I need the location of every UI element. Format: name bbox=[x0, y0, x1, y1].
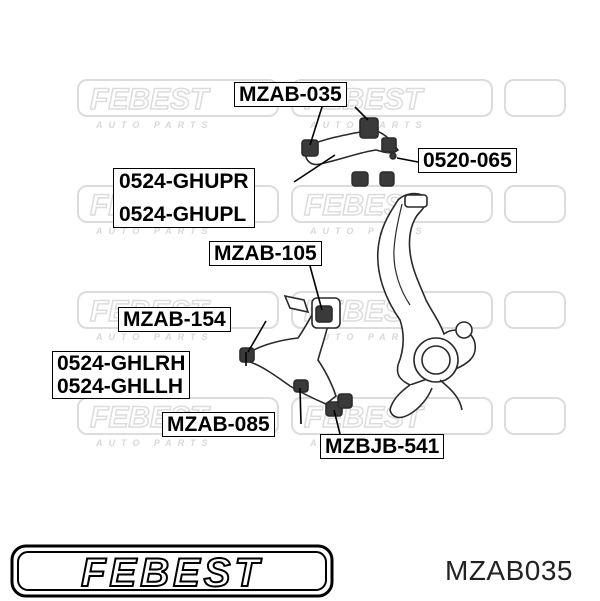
febest-logo: FEBEST bbox=[10, 544, 334, 598]
label-lower-arm-left: 0524-GHLLH bbox=[57, 375, 184, 398]
upper-arm-ball-joint bbox=[381, 137, 397, 153]
label-lower-bushing: MZAB-085 bbox=[162, 412, 275, 437]
lower-arm-front-bushing bbox=[239, 347, 255, 363]
febest-logo-text: FEBEST bbox=[81, 551, 263, 595]
upper-arm-bushing-front bbox=[301, 139, 319, 157]
lower-control-arm bbox=[239, 294, 353, 417]
label-lower-arm-right: 0524-GHLRH bbox=[57, 352, 186, 375]
watermark-tagline: AUTO PARTS bbox=[95, 332, 214, 342]
label-upper-arm: 0524-GHUPR 0524-GHUPL bbox=[113, 168, 255, 228]
watermark-tagline: AUTO PARTS bbox=[309, 226, 428, 236]
label-upper-arm-left: 0524-GHUPL bbox=[119, 203, 247, 226]
label-upper-bushing: MZAB-035 bbox=[234, 82, 347, 107]
upper-control-arm bbox=[301, 117, 400, 166]
upper-ball-joint-parts bbox=[351, 152, 397, 187]
label-lower-arm: 0524-GHLRH 0524-GHLLH bbox=[52, 351, 191, 399]
label-ball-joint-lower: MZBJB-541 bbox=[320, 434, 445, 459]
leader-lines bbox=[245, 106, 419, 435]
watermark-tagline: AUTO PARTS bbox=[95, 226, 214, 236]
lower-arm-rear-bushing bbox=[315, 305, 333, 323]
part-number: MZAB035 bbox=[445, 555, 573, 586]
upper-arm-bushing-rear bbox=[359, 117, 379, 139]
steering-knuckle bbox=[376, 192, 477, 419]
lower-ball-joint-housing bbox=[337, 393, 353, 409]
label-rear-bushing: MZAB-105 bbox=[209, 241, 322, 266]
watermark-tagline: AUTO PARTS bbox=[95, 120, 214, 130]
watermark-logo-text: FEBEST bbox=[90, 83, 211, 116]
watermark-tagline: AUTO PARTS bbox=[309, 332, 428, 342]
watermark-tagline: AUTO PARTS bbox=[95, 438, 214, 448]
label-front-bushing: MZAB-154 bbox=[118, 307, 231, 332]
lower-arm-bushing bbox=[293, 379, 309, 393]
label-upper-arm-right: 0524-GHUPR bbox=[119, 170, 249, 193]
label-ball-joint-upper: 0520-065 bbox=[418, 148, 517, 173]
